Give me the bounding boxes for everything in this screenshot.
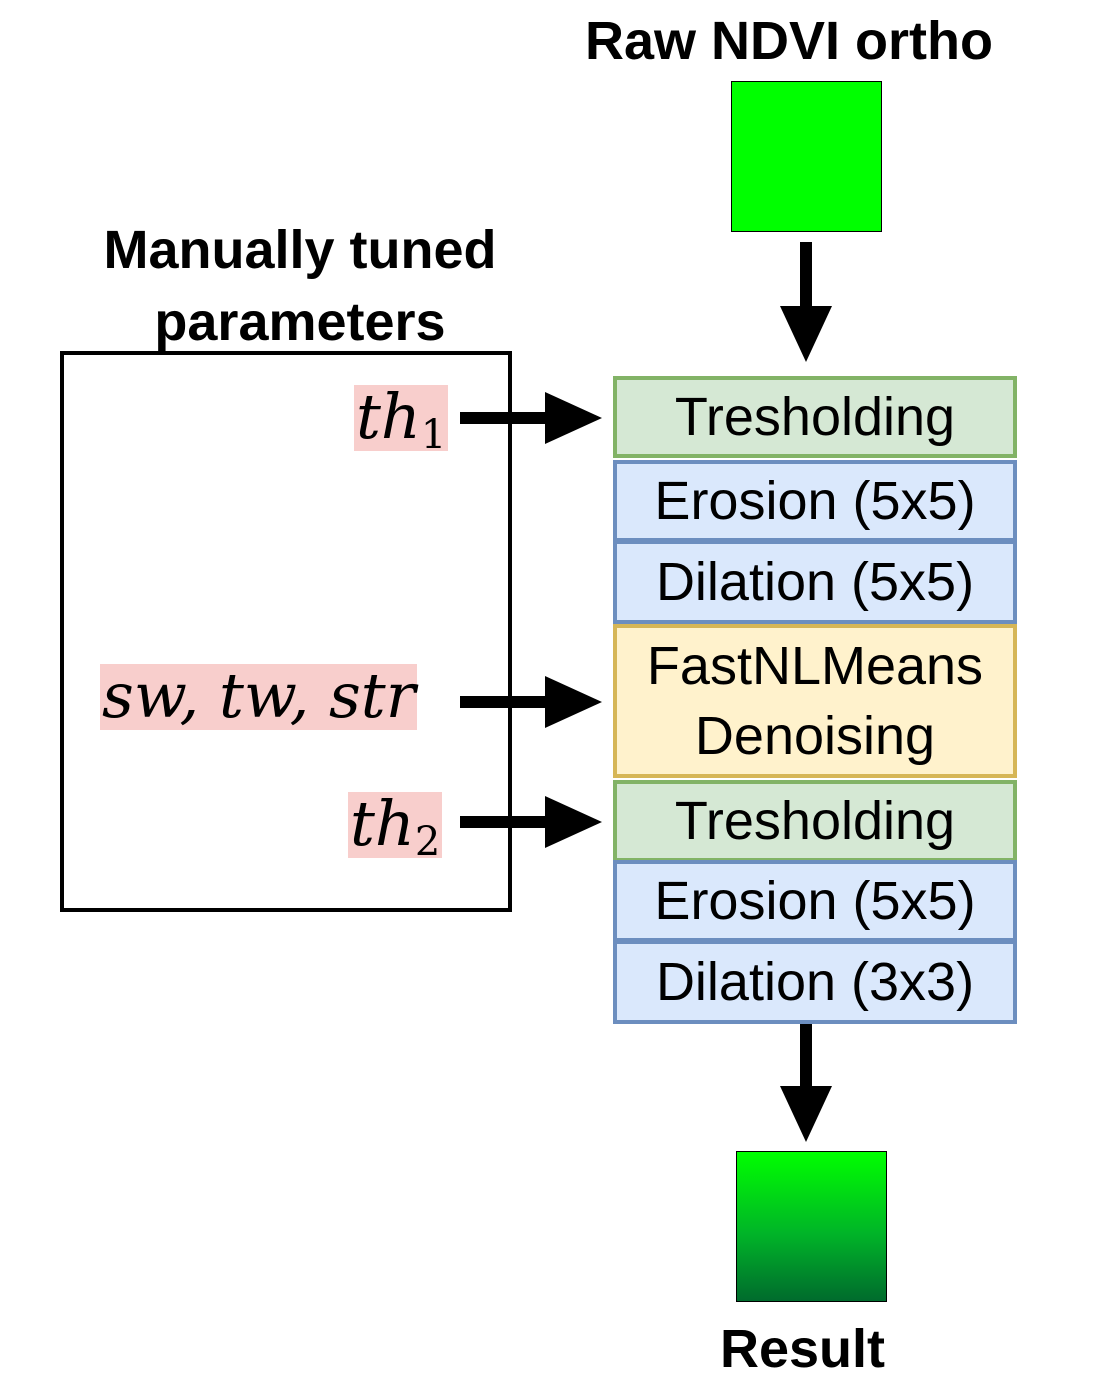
step-erosion-1: Erosion (5x5): [613, 460, 1017, 542]
step-fastnlmeans-denoising: FastNLMeans Denoising: [613, 624, 1017, 778]
step-thresholding-1: Tresholding: [613, 376, 1017, 458]
raw-ndvi-image: [731, 81, 882, 232]
result-image: [736, 1151, 887, 1302]
param-sw-tw-str: sw, tw, str: [100, 659, 418, 732]
parameters-box: [60, 351, 512, 912]
param-th1: th1: [354, 380, 449, 458]
manual-parameters-title: Manually tuned parameters: [103, 220, 497, 352]
step-dilation-1: Dilation (5x5): [613, 540, 1017, 624]
result-title: Result: [720, 1319, 886, 1379]
step-thresholding-2: Tresholding: [613, 780, 1017, 862]
step-dilation-2: Dilation (3x3): [613, 940, 1017, 1024]
raw-ndvi-title: Raw NDVI ortho: [585, 11, 994, 71]
step-erosion-2: Erosion (5x5): [613, 860, 1017, 942]
param-th2: th2: [348, 787, 443, 865]
arrow-raw-to-threshold: [780, 242, 832, 362]
arrow-pipeline-to-result: [780, 1024, 832, 1142]
